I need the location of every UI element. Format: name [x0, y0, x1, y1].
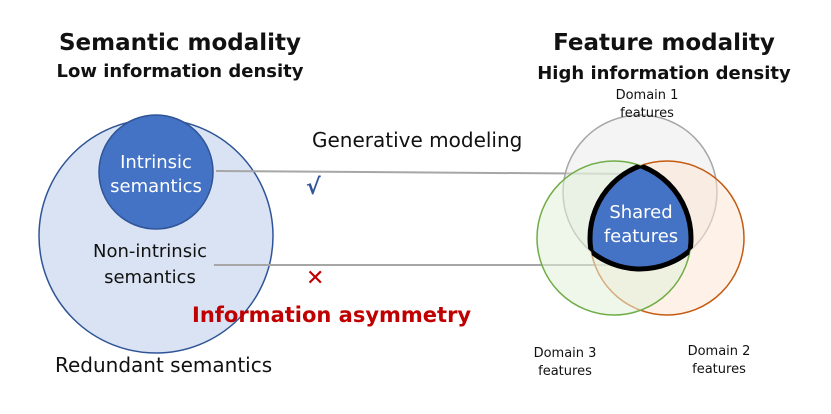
generative-modeling-label: Generative modeling: [312, 128, 523, 152]
domain-1-label: Domain 1 features: [615, 88, 679, 121]
semantic-modality-subtitle: Low information density: [56, 61, 304, 82]
domain-2-label: Domain 2 features: [687, 344, 751, 377]
intrinsic-semantics-circle: [98, 114, 214, 230]
cross-mark-icon: ✕: [306, 266, 325, 291]
intrinsic-semantics-label: Intrinsic semantics: [110, 152, 202, 197]
shared-features-region: [590, 161, 691, 269]
feature-modality-subtitle: High information density: [537, 63, 791, 84]
semantic-modality-title: Semantic modality: [58, 30, 302, 56]
check-mark-icon: √: [306, 175, 321, 200]
domain-3-label: Domain 3 features: [533, 346, 597, 379]
feature-modality-title: Feature modality: [553, 30, 775, 56]
information-asymmetry-label: Information asymmetry: [192, 303, 472, 327]
non-intrinsic-semantics-label: Non-intrinsic semantics: [93, 241, 207, 288]
shared-features-label: Shared features: [603, 202, 679, 247]
redundant-semantics-label: Redundant semantics: [55, 353, 273, 377]
